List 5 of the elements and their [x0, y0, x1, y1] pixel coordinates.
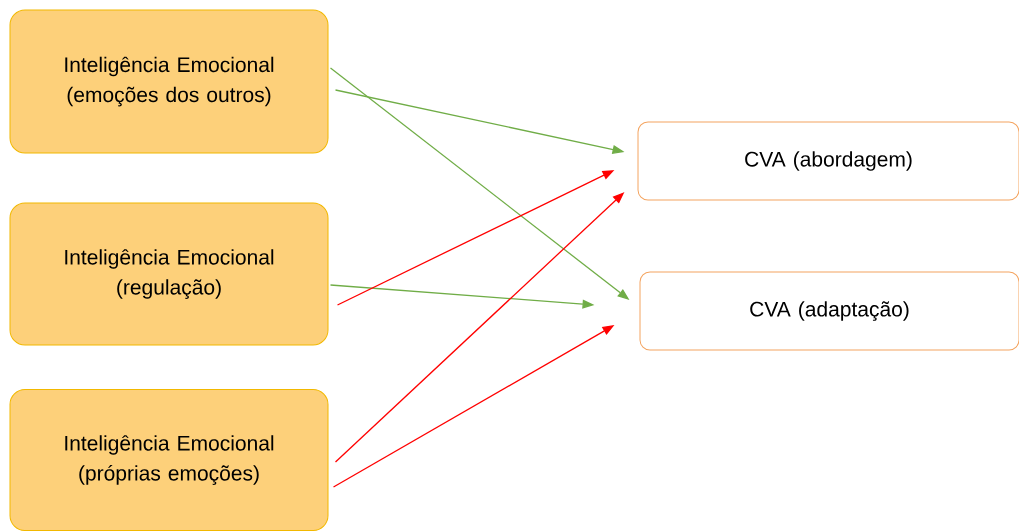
outcome-box: CVA (abordagem): [637, 121, 1019, 201]
process-box: Inteligência Emocional (regulação): [9, 202, 329, 346]
process-box: Inteligência Emocional (próprias emoções): [9, 389, 329, 531]
process-box: Inteligência Emocional (emoções dos outros): [9, 9, 329, 154]
outcome-box: CVA (adaptação): [639, 271, 1019, 351]
